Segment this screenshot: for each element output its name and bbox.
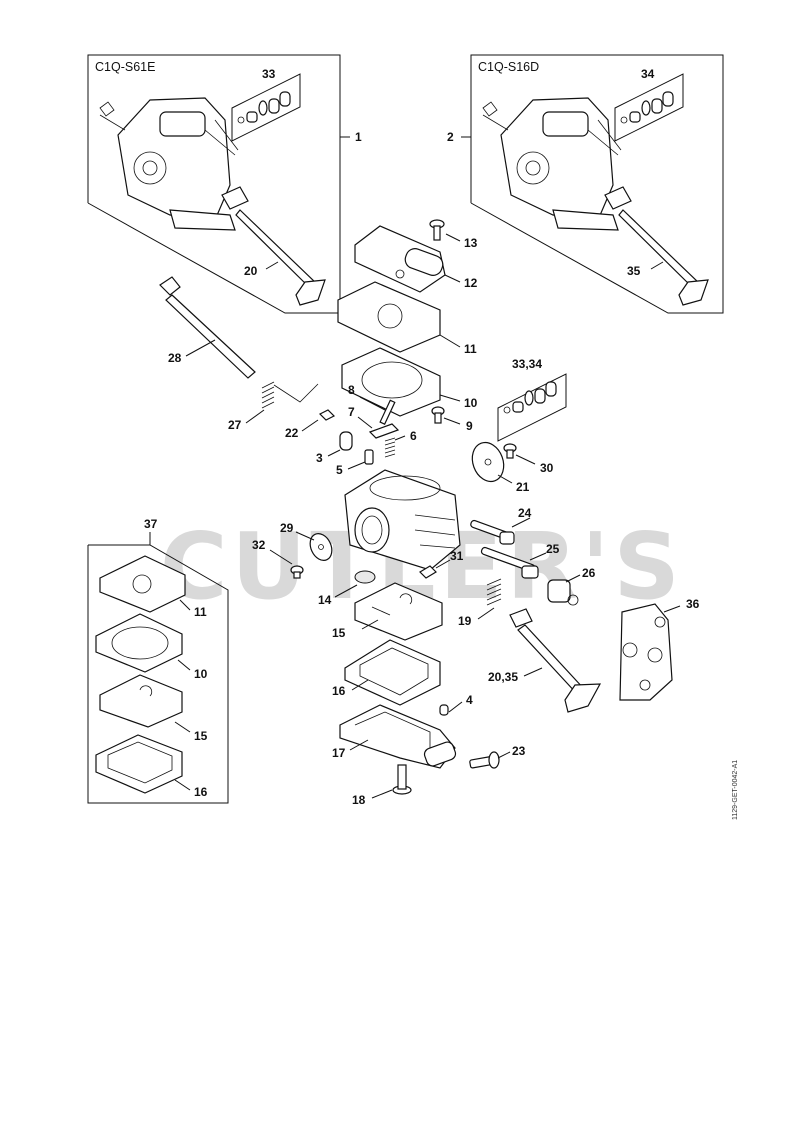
diaphragm-15 bbox=[354, 582, 443, 641]
screw-13 bbox=[429, 219, 445, 241]
label-2: 2 bbox=[447, 130, 454, 144]
label-15: 15 bbox=[332, 626, 346, 640]
screw-23 bbox=[469, 751, 500, 769]
gasket-16 bbox=[344, 639, 441, 706]
spring-19 bbox=[486, 578, 502, 606]
label-26: 26 bbox=[582, 566, 596, 580]
right-box-title: C1Q-S16D bbox=[478, 60, 539, 74]
needle-25 bbox=[480, 546, 539, 579]
label-34: 34 bbox=[641, 67, 655, 81]
throttle-shaft-20 bbox=[221, 186, 326, 306]
needle-3 bbox=[339, 431, 353, 451]
screw-30 bbox=[503, 443, 517, 459]
label-18: 18 bbox=[352, 793, 366, 807]
label-9: 9 bbox=[466, 419, 473, 433]
label-35: 35 bbox=[627, 264, 641, 278]
label-32: 32 bbox=[252, 538, 266, 552]
lever-7 bbox=[368, 423, 400, 439]
label-31: 31 bbox=[450, 549, 464, 563]
carburetor-assembly-right bbox=[482, 97, 622, 231]
cover-12 bbox=[354, 225, 446, 293]
label-6: 6 bbox=[410, 429, 417, 443]
spring-6 bbox=[384, 437, 396, 458]
screen-14 bbox=[354, 570, 376, 584]
disc-29 bbox=[309, 533, 333, 561]
label-36: 36 bbox=[686, 597, 700, 611]
label-14: 14 bbox=[318, 593, 332, 607]
kit-gasket-16 bbox=[95, 734, 183, 794]
label-16-kit: 16 bbox=[194, 785, 208, 799]
gasket-10 bbox=[341, 347, 441, 417]
label-16: 16 bbox=[332, 684, 346, 698]
label-10-kit: 10 bbox=[194, 667, 208, 681]
clip-31 bbox=[419, 565, 437, 579]
label-11-kit: 11 bbox=[194, 605, 207, 619]
label-8: 8 bbox=[348, 383, 355, 397]
label-17: 17 bbox=[332, 746, 346, 760]
shaft-28 bbox=[159, 276, 256, 379]
screw-18 bbox=[392, 764, 412, 795]
plate-36 bbox=[619, 603, 673, 701]
left-box-title: C1Q-S61E bbox=[95, 60, 155, 74]
label-30: 30 bbox=[540, 461, 554, 475]
valve-5 bbox=[364, 449, 374, 465]
label-22: 22 bbox=[285, 426, 299, 440]
label-3: 3 bbox=[316, 451, 323, 465]
cover-17 bbox=[339, 704, 457, 769]
kit-34-parts bbox=[620, 91, 674, 124]
pin-8 bbox=[379, 399, 396, 425]
label-20-35: 20,35 bbox=[488, 670, 518, 684]
label-12: 12 bbox=[464, 276, 478, 290]
part-labels: 1 2 3 4 5 6 7 8 9 10 10 11 11 12 13 14 1… bbox=[144, 67, 700, 807]
label-29: 29 bbox=[280, 521, 294, 535]
label-20: 20 bbox=[244, 264, 258, 278]
label-5: 5 bbox=[336, 463, 343, 477]
label-1: 1 bbox=[355, 130, 362, 144]
label-10: 10 bbox=[464, 396, 478, 410]
clip-22 bbox=[318, 409, 336, 421]
kit-diaphragm-15 bbox=[99, 674, 183, 728]
diaphragm-11 bbox=[337, 281, 441, 353]
label-28: 28 bbox=[168, 351, 182, 365]
sleeve-26 bbox=[547, 579, 579, 606]
label-25: 25 bbox=[546, 542, 560, 556]
kit-33-34-parts bbox=[503, 381, 557, 414]
needle-24 bbox=[470, 519, 515, 545]
label-4: 4 bbox=[466, 693, 473, 707]
kit-gasket-10 bbox=[95, 613, 183, 673]
lever-20-35 bbox=[509, 608, 602, 713]
label-24: 24 bbox=[518, 506, 532, 520]
screw-32 bbox=[290, 565, 304, 579]
kit-diaphragm-11 bbox=[99, 555, 186, 613]
left-assembly-box: C1Q-S61E bbox=[87, 54, 350, 314]
label-33: 33 bbox=[262, 67, 276, 81]
kit-box-37 bbox=[87, 532, 229, 804]
kit-33-parts bbox=[237, 91, 291, 124]
label-13: 13 bbox=[464, 236, 478, 250]
label-15-kit: 15 bbox=[194, 729, 208, 743]
diagram-code: 1129-GET-0042-A1 bbox=[732, 760, 739, 820]
right-assembly-box: C1Q-S16D bbox=[461, 54, 724, 314]
carburetor-assembly-left bbox=[99, 97, 239, 231]
label-33-34: 33,34 bbox=[512, 357, 542, 371]
disc-21 bbox=[471, 441, 505, 483]
label-23: 23 bbox=[512, 744, 526, 758]
label-19: 19 bbox=[458, 614, 472, 628]
throttle-shaft-35 bbox=[604, 186, 709, 306]
screw-9 bbox=[431, 406, 445, 424]
pin-4 bbox=[439, 704, 449, 716]
label-21: 21 bbox=[516, 480, 530, 494]
label-37: 37 bbox=[144, 517, 158, 531]
label-7: 7 bbox=[348, 405, 355, 419]
spring-27 bbox=[261, 381, 319, 409]
carburetor-body bbox=[344, 469, 461, 571]
label-27: 27 bbox=[228, 418, 242, 432]
label-11: 11 bbox=[464, 342, 477, 356]
